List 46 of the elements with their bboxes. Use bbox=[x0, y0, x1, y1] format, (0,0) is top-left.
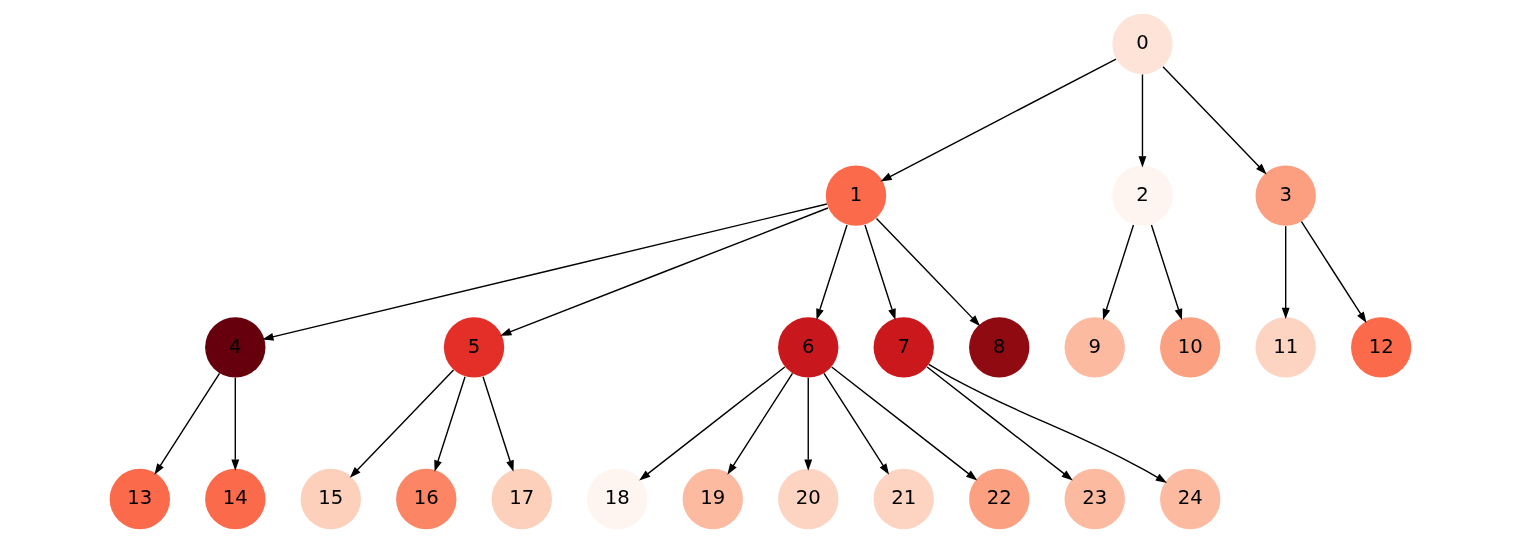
node-circle: 16 bbox=[395, 468, 456, 530]
node-circle: 7 bbox=[873, 317, 934, 378]
node-circle: 17 bbox=[491, 468, 552, 530]
node-circle: 19 bbox=[682, 468, 743, 530]
arrow bbox=[153, 372, 220, 475]
node-circle: 1 bbox=[825, 165, 886, 226]
node-circle: 18 bbox=[586, 468, 647, 530]
arrow bbox=[726, 372, 793, 475]
arrow bbox=[1281, 225, 1290, 320]
arrow bbox=[863, 224, 896, 321]
arrow bbox=[1102, 224, 1134, 321]
arrow bbox=[499, 207, 829, 336]
arrow bbox=[815, 224, 848, 321]
arrow bbox=[927, 363, 1167, 483]
arrow bbox=[1300, 220, 1367, 324]
arrow bbox=[875, 217, 980, 327]
arrow bbox=[879, 58, 1117, 182]
node-circle: 12 bbox=[1350, 317, 1411, 378]
arrow bbox=[481, 376, 514, 472]
node-circle: 6 bbox=[777, 317, 838, 378]
node-circle: 23 bbox=[1064, 468, 1125, 530]
arrow bbox=[1161, 66, 1267, 175]
arrow bbox=[433, 376, 466, 472]
node-circle: 21 bbox=[873, 468, 934, 530]
node-circle: 13 bbox=[109, 468, 170, 530]
node-circle: 20 bbox=[777, 468, 838, 530]
arrow bbox=[349, 369, 454, 478]
arrow bbox=[830, 366, 977, 481]
arrow bbox=[638, 366, 786, 481]
arrow bbox=[230, 377, 239, 471]
arrow bbox=[925, 366, 1073, 481]
arrow bbox=[261, 203, 828, 341]
node-circle: 24 bbox=[1159, 468, 1220, 530]
node-circle: 4 bbox=[204, 317, 265, 378]
arrow bbox=[1150, 224, 1182, 321]
node-circle: 11 bbox=[1255, 317, 1316, 378]
node-circle: 0 bbox=[1111, 13, 1173, 75]
node-circle: 22 bbox=[968, 468, 1029, 530]
arrow bbox=[1138, 73, 1146, 168]
node-circle: 14 bbox=[204, 468, 265, 530]
node-circle: 2 bbox=[1111, 165, 1173, 226]
arrow bbox=[803, 377, 812, 471]
node-circle: 10 bbox=[1159, 317, 1220, 378]
node-circle: 9 bbox=[1064, 317, 1125, 378]
arrow bbox=[822, 372, 889, 475]
node-circle: 5 bbox=[443, 317, 504, 378]
